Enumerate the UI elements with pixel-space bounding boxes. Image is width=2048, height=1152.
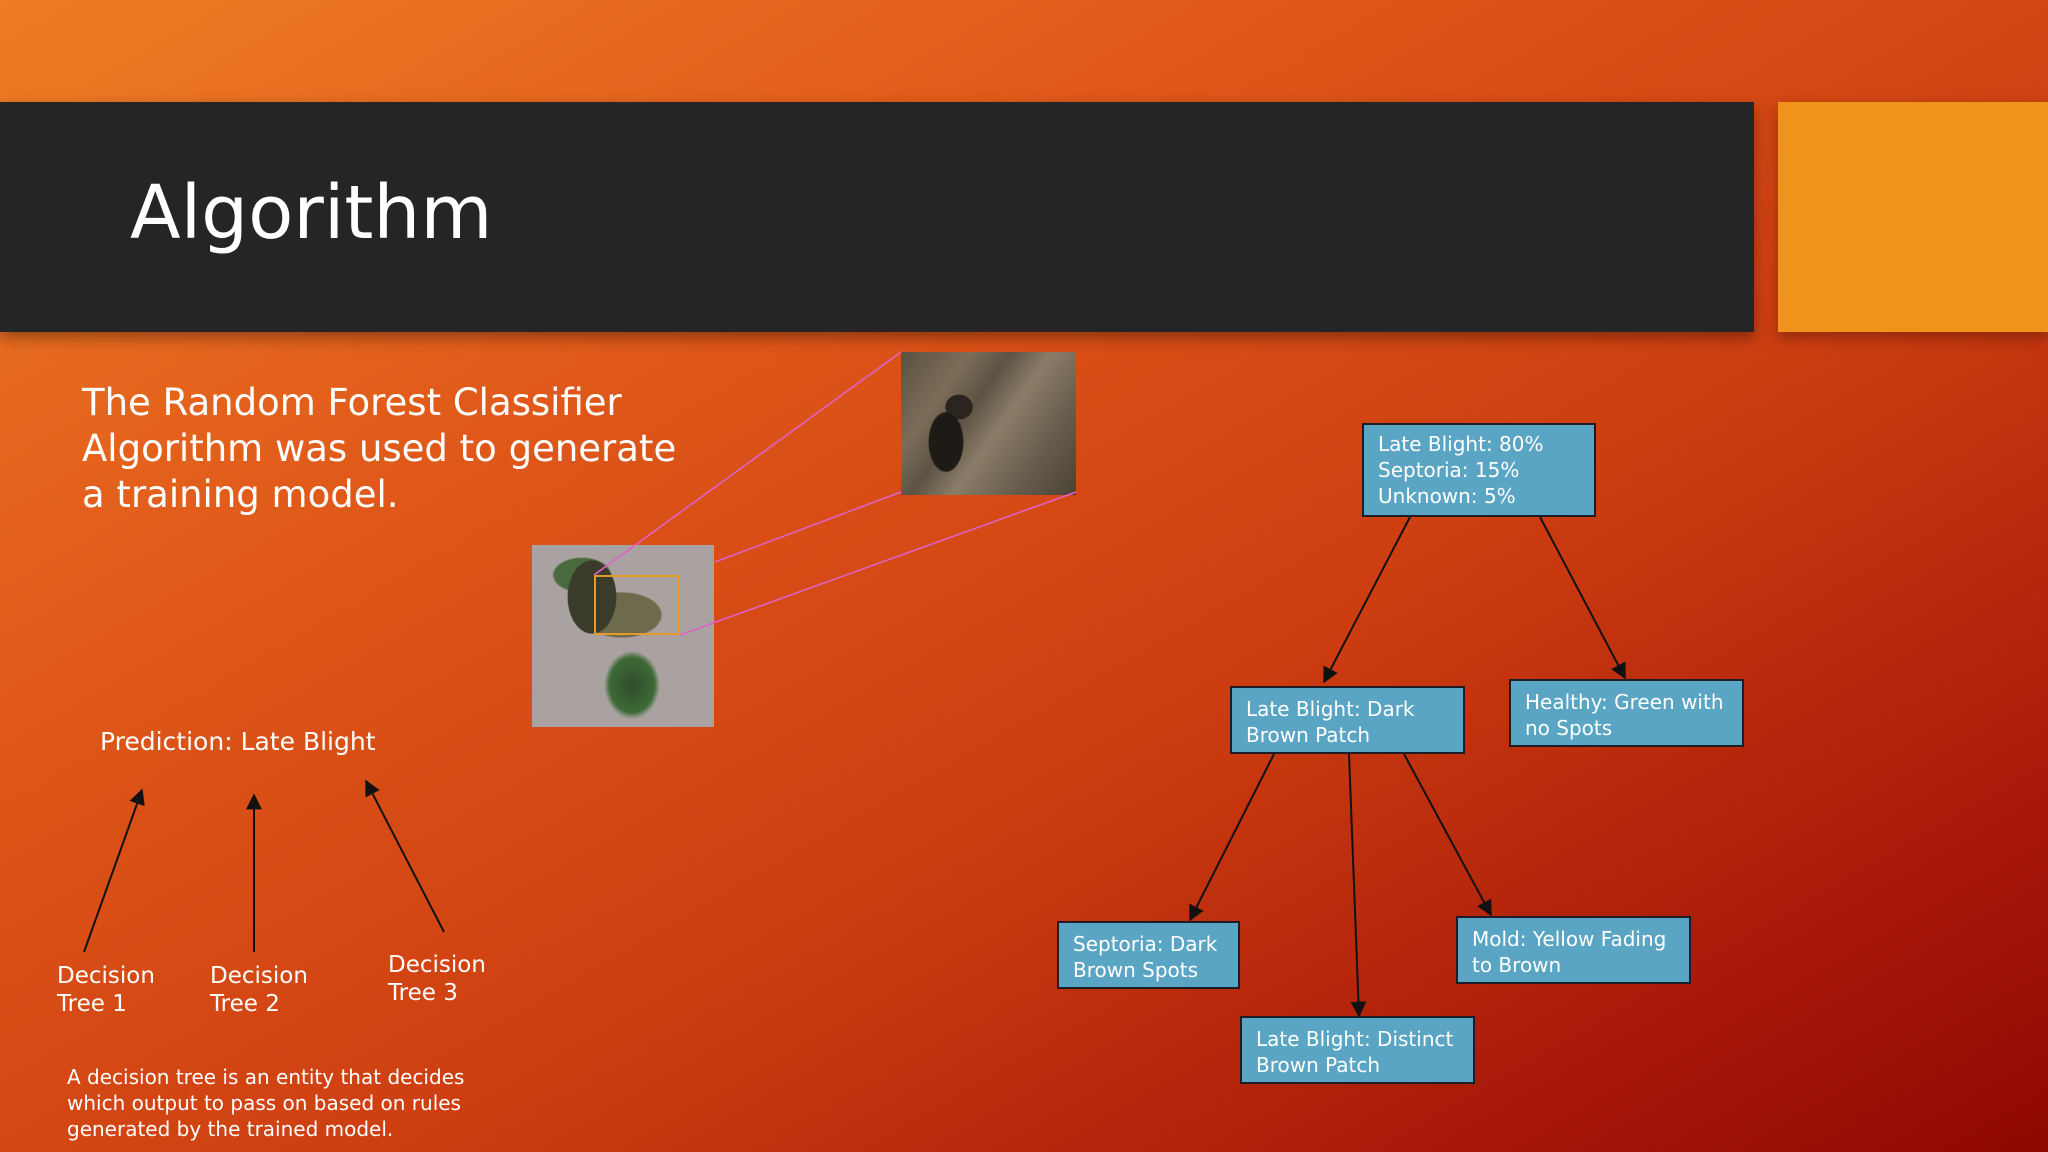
arrow-latedark-distinct [1348,753,1367,1018]
decision-tree-3-line2: Tree 3 [388,980,458,1006]
node-late-blight-distinct: Late Blight: Distinct Brown Patch [1240,1016,1475,1084]
node-root-line3: Unknown: 5% [1378,484,1516,508]
title-bar [0,102,1754,332]
decision-tree-1-label: Decision Tree 1 [57,962,187,1018]
node-healthy: Healthy: Green with no Spots [1509,679,1744,747]
node-mold-line1: Mold: Yellow Fading [1472,927,1667,951]
zoom-line-top [593,351,902,576]
arrow-root-healthy [1539,516,1626,680]
decision-tree-1-line2: Tree 1 [57,991,127,1017]
decision-tree-3-line1: Decision [388,952,486,978]
prediction-label: Prediction: Late Blight [100,727,376,756]
node-septoria-line1: Septoria: Dark [1073,932,1218,956]
node-healthy-line2: no Spots [1525,716,1613,740]
node-late-blight-distinct-line1: Late Blight: Distinct [1256,1027,1454,1051]
node-root-line1: Late Blight: 80% [1378,432,1544,456]
decision-tree-2-line2: Tree 2 [210,991,280,1017]
decision-tree-2-label: Decision Tree 2 [210,962,340,1018]
decision-tree-1-line1: Decision [57,963,155,989]
node-healthy-line1: Healthy: Green with [1525,690,1724,714]
arrow-latedark-septoria [1189,753,1275,922]
leaf-photo [532,545,714,727]
zoom-region [594,575,680,635]
node-septoria-line2: Brown Spots [1073,958,1199,982]
node-late-blight-dark-line2: Brown Patch [1246,723,1371,747]
intro-text: The Random Forest Classifier Algorithm w… [82,381,677,516]
zoom-line-bottom [679,491,1077,636]
arrow-latedark-mold [1403,753,1492,917]
decision-tree-2-line1: Decision [210,963,308,989]
node-mold-line2: to Brown [1472,953,1562,977]
slide-title: Algorithm [130,170,493,256]
arrow-tree3 [365,779,445,933]
leaf-zoom-photo [901,352,1076,495]
node-root-line2: Septoria: 15% [1378,458,1520,482]
node-late-blight-dark: Late Blight: Dark Brown Patch [1230,686,1465,754]
node-mold: Mold: Yellow Fading to Brown [1456,916,1691,984]
node-late-blight-distinct-line2: Brown Patch [1256,1053,1381,1077]
footnote-text: A decision tree is an entity that decide… [67,1065,465,1141]
arrow-root-latedark [1323,516,1411,684]
node-septoria: Septoria: Dark Brown Spots [1057,921,1240,989]
zoom-line-middle [714,491,902,563]
node-late-blight-dark-line1: Late Blight: Dark [1246,697,1415,721]
decision-tree-3-label: Decision Tree 3 [388,951,518,1007]
arrow-tree1 [83,788,145,953]
accent-block [1778,102,2048,332]
node-root: Late Blight: 80% Septoria: 15% Unknown: … [1362,423,1596,517]
